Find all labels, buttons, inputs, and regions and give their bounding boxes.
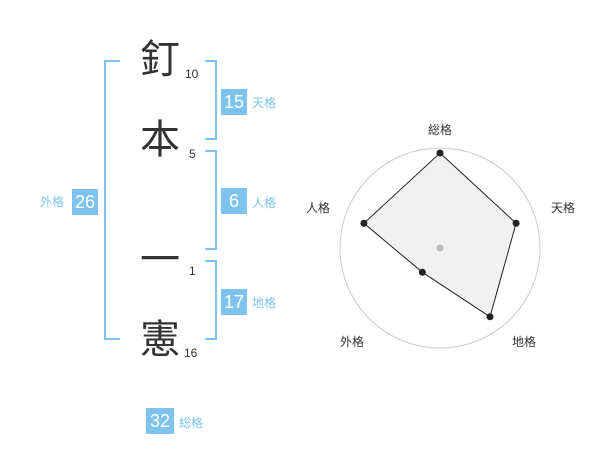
name-char-4: 憲 <box>140 317 180 363</box>
gaikaku-label: 外格 <box>40 195 65 209</box>
chikaku-bracket <box>205 260 217 340</box>
radar-label-chikaku: 地格 <box>511 335 536 349</box>
radar-point-0 <box>436 149 444 157</box>
soukaku-badge: 32 <box>146 408 174 434</box>
jinkaku-badge: 6 <box>221 188 247 214</box>
radar-label-jinkaku: 人格 <box>305 201 330 215</box>
radar-label-soukaku: 総格 <box>427 123 452 137</box>
jinkaku-bracket <box>205 150 217 250</box>
radar-point-4 <box>360 219 368 227</box>
jinkaku-label: 人格 <box>252 196 277 210</box>
radar-label-gaikaku: 外格 <box>339 335 364 349</box>
radar-point-3 <box>418 268 426 276</box>
name-char-2: 本 <box>140 117 180 163</box>
radar-point-2 <box>486 313 494 321</box>
radar-center <box>436 244 444 252</box>
tenkaku-badge: 15 <box>221 89 247 115</box>
radar-label-tenkaku: 天格 <box>550 201 575 215</box>
soukaku-label: 総格 <box>179 416 204 430</box>
radar-point-1 <box>512 219 520 227</box>
name-char-3: 一 <box>140 237 180 283</box>
gaikaku-badge: 26 <box>72 189 98 215</box>
tenkaku-bracket <box>205 60 217 140</box>
stroke-count-4: 16 <box>184 346 198 360</box>
gaikaku-bracket <box>104 60 120 340</box>
stroke-count-2: 5 <box>189 147 196 161</box>
chikaku-label: 地格 <box>252 296 277 310</box>
name-char-1: 釘 <box>140 37 180 83</box>
radar-polygon <box>363 152 517 318</box>
chikaku-badge: 17 <box>221 289 247 315</box>
tenkaku-label: 天格 <box>252 96 277 110</box>
stroke-count-3: 1 <box>189 264 196 278</box>
stroke-count-1: 10 <box>185 67 199 81</box>
